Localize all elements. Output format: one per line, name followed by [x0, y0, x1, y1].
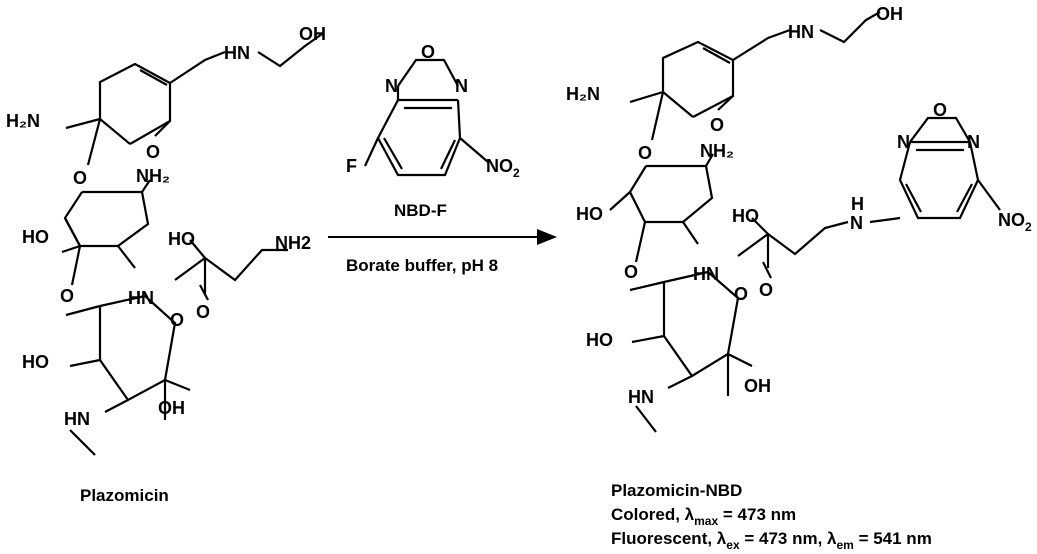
p-atom-n-right: N	[967, 132, 980, 152]
atom-hn-amide: HN	[128, 288, 154, 308]
reagent-name: NBD-F	[394, 201, 447, 220]
p-atom-o-nbd: O	[933, 100, 947, 120]
p-atom-o-carbonyl: O	[759, 280, 773, 300]
atom-h2n: H₂N	[6, 111, 40, 131]
atom-no2: NO2	[486, 156, 520, 180]
atom-f: F	[346, 156, 357, 176]
atom-ho-mid: HO	[22, 227, 49, 247]
atom-o-nbd: O	[421, 42, 435, 62]
atom-n-left: N	[385, 76, 398, 96]
p-atom-hn-amide: HN	[693, 264, 719, 284]
p-atom-ho-ring3: HO	[586, 330, 613, 350]
ring1-double-bond	[139, 69, 168, 86]
p-atom-o-link1: O	[638, 143, 652, 163]
atom-n-right: N	[455, 76, 468, 96]
plazomicin-nbd-structure	[609, 11, 1001, 433]
atom-hn-me: HN	[64, 409, 90, 429]
product-caption: Plazomicin-NBD Colored, λmax = 473 nm Fl…	[611, 481, 932, 552]
p-atom-h-link: H	[851, 194, 864, 214]
p-atom-o-ring3: O	[734, 284, 748, 304]
atom-o-link1: O	[73, 168, 87, 188]
sugar-ring-1-bonds	[98, 62, 172, 145]
p-atom-n-link: N	[850, 213, 863, 233]
atom-nh2-tail: NH2	[275, 233, 311, 253]
plazomicin-structure	[61, 33, 323, 456]
atom-o-carbonyl: O	[196, 302, 210, 322]
product-colored: Colored, λmax = 473 nm	[611, 505, 796, 528]
reactant-name: Plazomicin	[80, 486, 169, 505]
plazomicin-nbd-atom-labels: OH HN H₂N O O NH₂ HO HO N H O HN O O HO …	[566, 4, 1032, 407]
p-atom-o-ring1: O	[710, 115, 724, 135]
product-fluorescent: Fluorescent, λex = 473 nm, λem = 541 nm	[611, 529, 932, 552]
atom-nh2: NH₂	[136, 166, 170, 186]
atom-o-ring1: O	[146, 142, 160, 162]
p-atom-ho-mid: HO	[576, 204, 603, 224]
atom-hn-top: HN	[224, 43, 250, 63]
atom-o-ring3: O	[170, 310, 184, 330]
p-atom-oh-top: OH	[876, 4, 903, 24]
p-atom-oh-ring3: OH	[744, 376, 771, 396]
p-atom-hn-me: HN	[628, 387, 654, 407]
atom-ho-side: HO	[168, 229, 195, 249]
plazomicin-atom-labels: OH HN H₂N O O NH₂ HO HO NH2 O HN O O HO …	[6, 24, 326, 505]
nbdf-structure	[364, 58, 489, 177]
p-atom-nh2: NH₂	[700, 141, 734, 161]
reaction-conditions: Borate buffer, pH 8	[346, 256, 498, 275]
atom-oh-ring3: OH	[158, 398, 185, 418]
p-atom-h2n: H₂N	[566, 84, 600, 104]
p-atom-o-link2: O	[624, 262, 638, 282]
p-atom-no2: NO2	[998, 210, 1032, 234]
p-atom-hn-top: HN	[788, 22, 814, 42]
p-atom-ho-side: HO	[732, 206, 759, 226]
atom-ho-ring3: HO	[22, 352, 49, 372]
atom-oh-top: OH	[299, 24, 326, 44]
p-atom-n-left: N	[897, 132, 910, 152]
atom-o-link2: O	[60, 286, 74, 306]
product-name: Plazomicin-NBD	[611, 481, 742, 500]
nbdf-atom-labels: N O N F NO2	[346, 42, 520, 180]
